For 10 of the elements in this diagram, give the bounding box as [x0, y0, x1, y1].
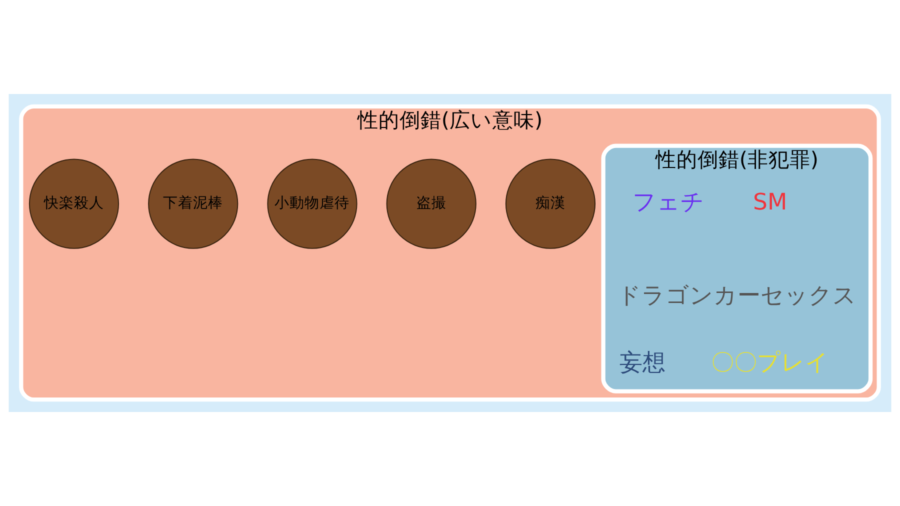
label: ドラゴンカーセックス: [617, 282, 856, 309]
node-circle: 小動物虐待: [267, 158, 358, 249]
node-circle: 快楽殺人: [28, 158, 120, 249]
node-circle: 痴漢: [505, 158, 596, 249]
label: フェチ: [632, 190, 705, 216]
node-circle: 盗撮: [386, 158, 476, 249]
label: SM: [753, 190, 788, 216]
label: 〇〇プレイ: [711, 350, 830, 376]
node-circle: 下着泥棒: [148, 158, 238, 249]
label: 妄想: [620, 350, 666, 376]
